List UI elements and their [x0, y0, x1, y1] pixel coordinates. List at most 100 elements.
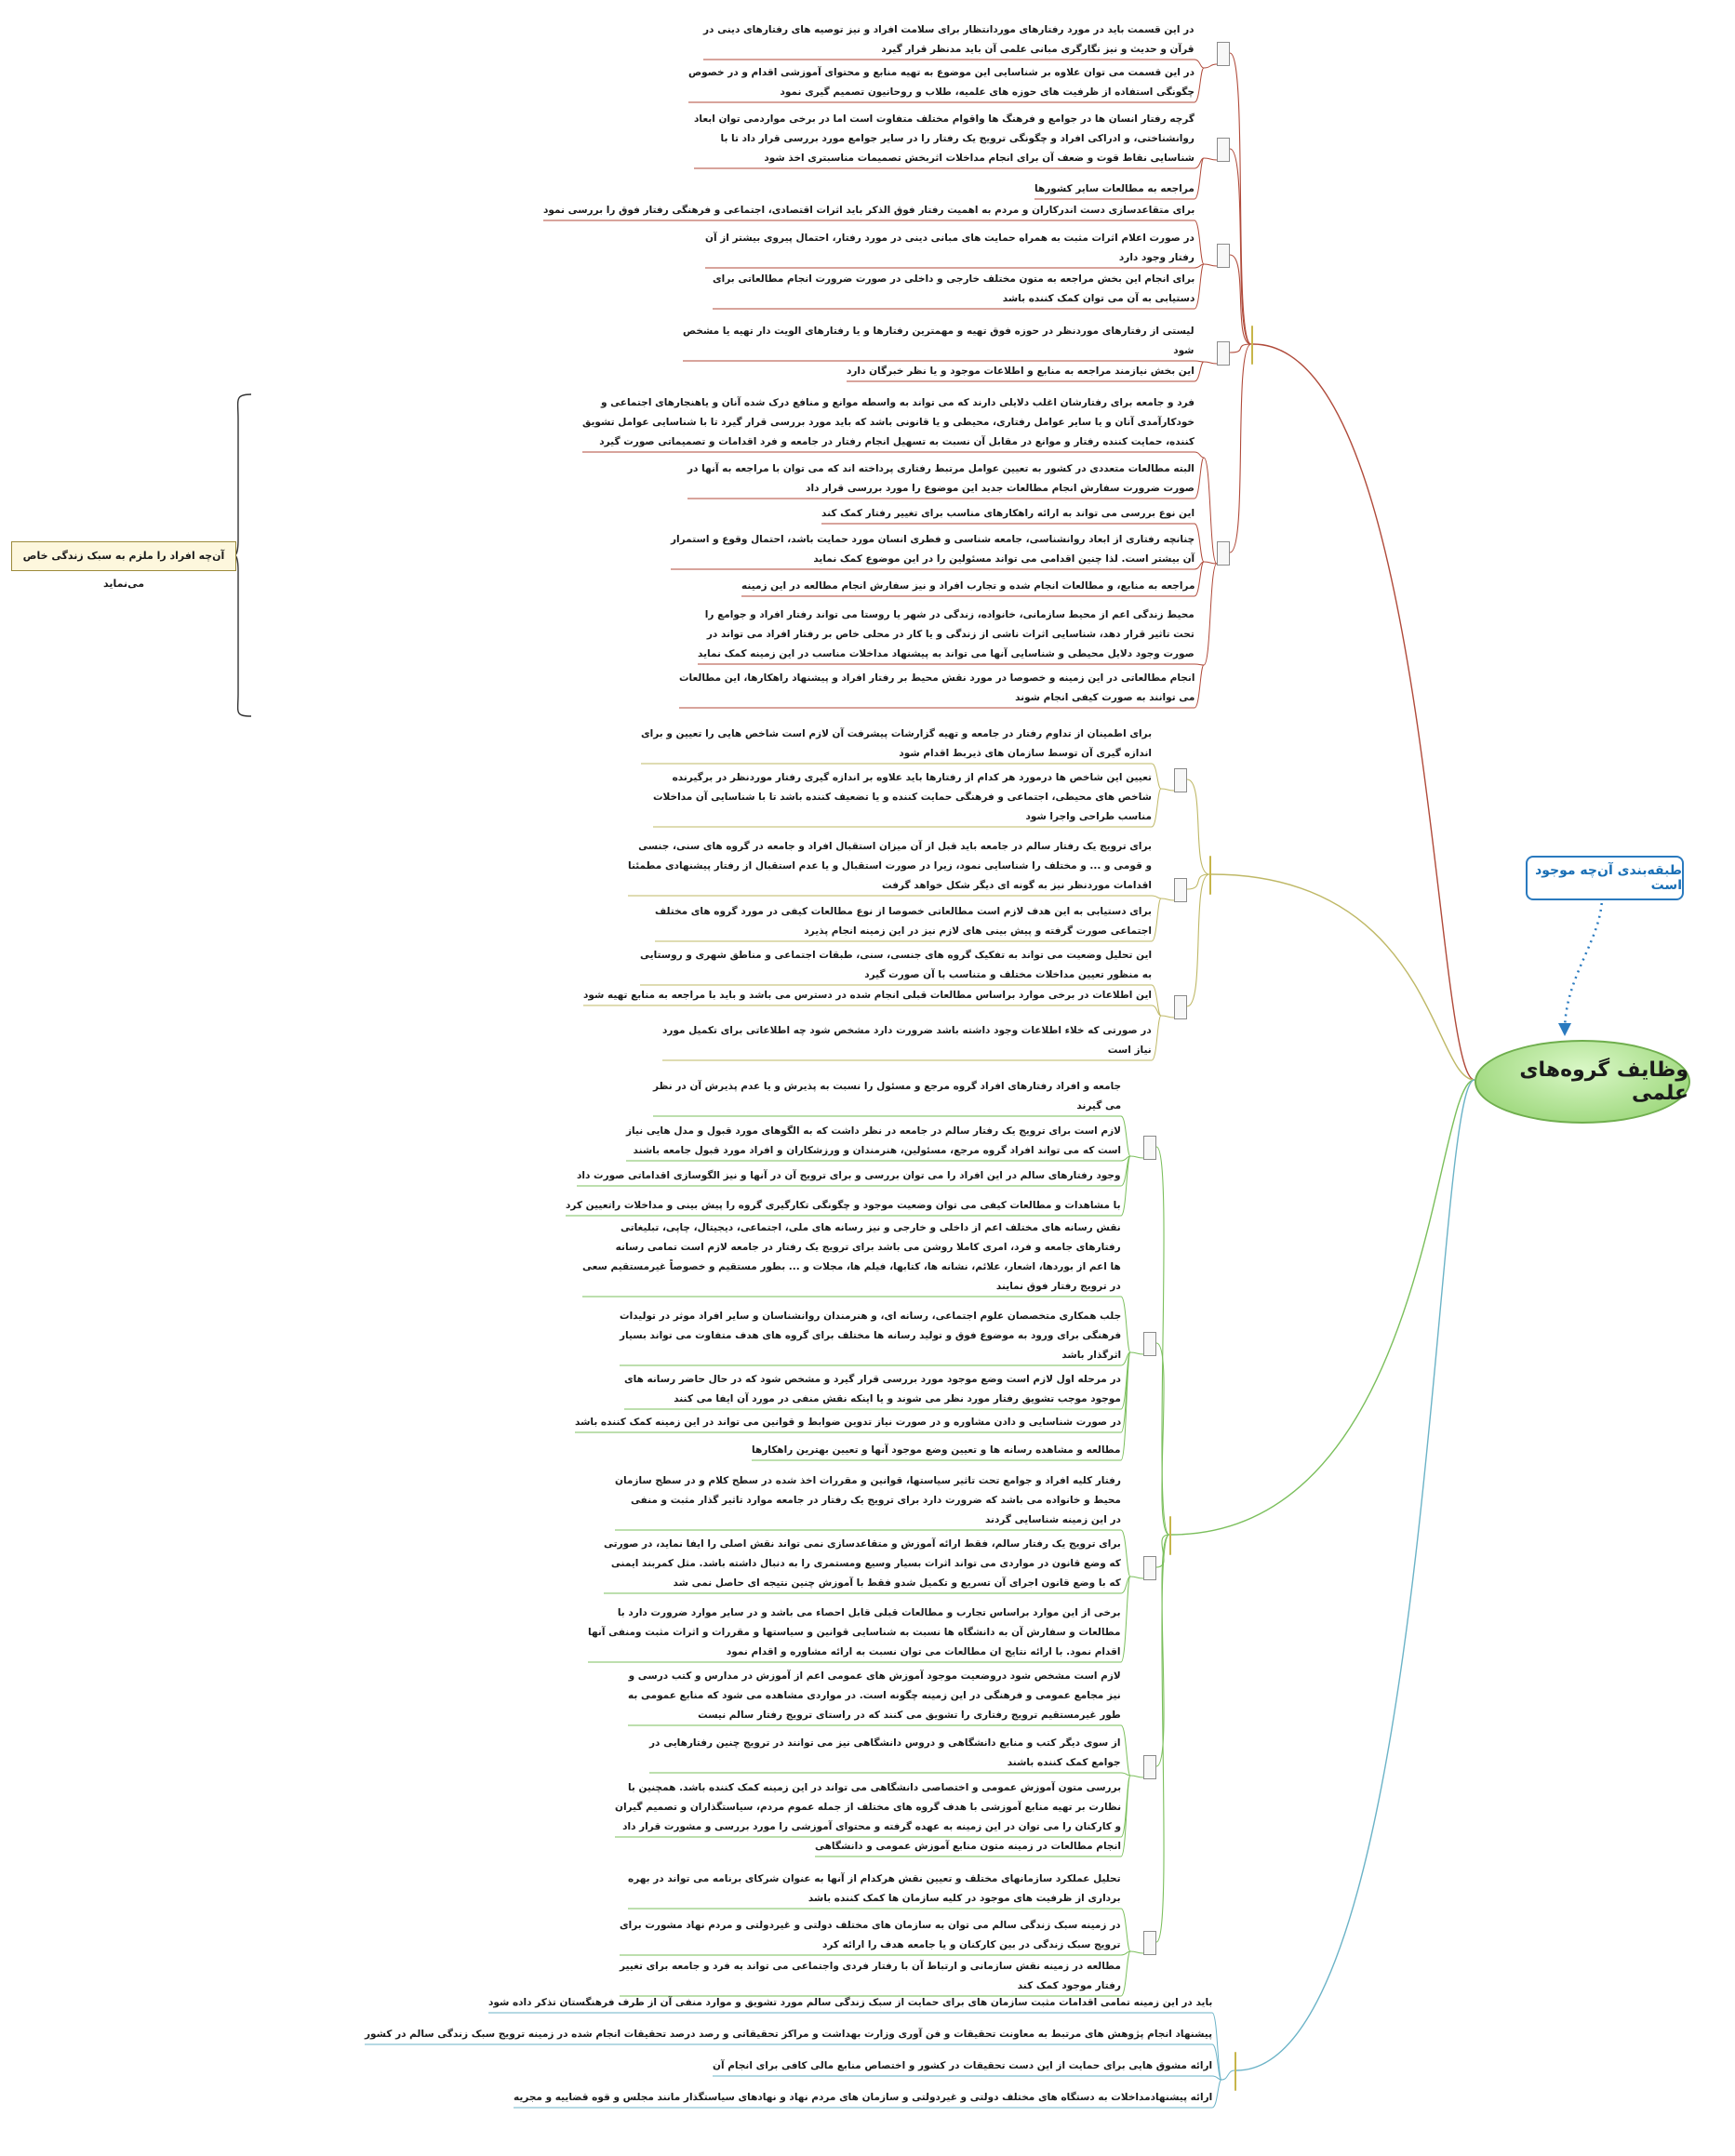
- leaf-note[interactable]: انجام مطالعات در زمینه متون منابع آموزش …: [815, 1837, 1121, 1857]
- group-node[interactable]: [1143, 1931, 1156, 1955]
- group-node[interactable]: [1174, 878, 1187, 902]
- text-line: لازم است مشخص شود دروضعیت موجود آموزش ها…: [628, 1670, 1121, 1682]
- leaf-note[interactable]: برای ترویج یک رفتار سالم در جامعه باید ق…: [628, 837, 1152, 896]
- group-node[interactable]: [1143, 1755, 1156, 1779]
- connector-line: [1151, 788, 1162, 828]
- group-node[interactable]: [1217, 138, 1230, 162]
- leaf-note[interactable]: در صورت اعلام اثرات مثبت به همراه حمایت …: [705, 229, 1194, 268]
- text-line: در ترویج رفتار فوق نمایند: [995, 1281, 1121, 1292]
- text-line: مناسب طراحی واجرا شود: [1025, 811, 1152, 822]
- leaf-note[interactable]: برای انجام این بخش مراجعه به متون مختلف …: [713, 270, 1194, 309]
- connector-line: [1194, 457, 1205, 499]
- connector-line: [1194, 360, 1205, 363]
- leaf-note[interactable]: لازم است برای ترویج یک رفتار سالم در جام…: [626, 1122, 1121, 1161]
- leaf-note[interactable]: انجام مطالعاتی در این زمینه و خصوصا در م…: [679, 669, 1194, 708]
- leaf-note[interactable]: پیشنهاد انجام پژوهش های مرتبط به معاونت …: [365, 2025, 1212, 2044]
- group-node[interactable]: [1143, 1332, 1156, 1356]
- left-note-box[interactable]: آن‌چه افراد را ملزم به سبک زندگی خاص می‌…: [11, 541, 236, 590]
- group-node[interactable]: [1143, 1136, 1156, 1160]
- connector-line: [234, 393, 252, 717]
- text-line: طور غیرمستقیم ترویج رفتاری را تشویق می ک…: [698, 1710, 1121, 1721]
- connector-line: [1211, 2012, 1222, 2081]
- group-node[interactable]: [1217, 42, 1230, 66]
- leaf-note[interactable]: برای دستیابی به این هدف لازم است مطالعات…: [655, 902, 1152, 941]
- connector-line: [1120, 1155, 1131, 1217]
- connector-line: [1155, 1534, 1170, 1943]
- leaf-note[interactable]: در صورتی که خلاء اطلاعات وجود داشته باشد…: [662, 1021, 1152, 1060]
- leaf-note[interactable]: رفتار کلیه افراد و جوامع تحت تاثیر سیاست…: [615, 1471, 1121, 1530]
- leaf-note[interactable]: گرچه رفتار انسان ها در جوامع و فرهنگ ها …: [694, 110, 1194, 168]
- group-node[interactable]: [1174, 768, 1187, 792]
- leaf-note[interactable]: برای ترویج یک رفتار سالم، فقط ارائه آموز…: [604, 1535, 1121, 1593]
- leaf-note[interactable]: مراجعه به مطالعات سایر کشورها: [1034, 180, 1194, 199]
- leaf-note[interactable]: البته مطالعات متعددی در کشور به تعیین عو…: [687, 459, 1194, 499]
- group-node[interactable]: [1217, 244, 1230, 268]
- text-line: رفتار موجود کمک کند: [1017, 1980, 1121, 1991]
- connector-line: [1194, 523, 1205, 563]
- leaf-note[interactable]: جامعه و افراد رفتارهای افراد گروه مرجع و…: [653, 1077, 1121, 1116]
- leaf-note[interactable]: برای اطمینان از تداوم رفتار در جامعه و ت…: [641, 725, 1152, 764]
- leaf-note[interactable]: برخی از این موارد براساس تجارب و مطالعات…: [588, 1604, 1121, 1662]
- connector-line: [1229, 148, 1252, 345]
- leaf-note[interactable]: در این قسمت می توان علاوه بر شناسایی این…: [688, 63, 1194, 102]
- leaf-note[interactable]: در زمینه سبک زندگی سالم می توان به سازما…: [620, 1916, 1121, 1955]
- group-node[interactable]: [1143, 1556, 1156, 1580]
- leaf-note[interactable]: تحلیل عملکرد سازمانهای مختلف و تعیین نقش…: [628, 1870, 1121, 1909]
- group-node[interactable]: [1217, 541, 1230, 566]
- leaf-note[interactable]: از سوی دیگر کتب و منابع دانشگاهی و دروس …: [649, 1734, 1121, 1773]
- text-line: برخی از این موارد براساس تجارب و مطالعات…: [617, 1607, 1121, 1618]
- connector-line: [1186, 873, 1210, 1007]
- connector-line: [1194, 263, 1205, 269]
- text-line: چنانچه رفتاری از ابعاد روانشناسی، جامعه …: [671, 534, 1195, 545]
- branch-node[interactable]: [1235, 2052, 1236, 2091]
- leaf-note[interactable]: لازم است مشخص شود دروضعیت موجود آموزش ها…: [628, 1667, 1121, 1725]
- text-line: که وضع قانون در مواردی می تواند اثرات بس…: [610, 1558, 1121, 1569]
- leaf-note[interactable]: چنانچه رفتاری از ابعاد روانشناسی، جامعه …: [671, 530, 1194, 569]
- leaf-note[interactable]: لیستی از رفتارهای موردنظر در حوزه فوق ته…: [683, 322, 1194, 361]
- connector-line: [1151, 1005, 1162, 1017]
- text-line: برای متقاعدسازی دست اندرکاران و مردم به …: [543, 205, 1195, 216]
- leaf-note[interactable]: برای متقاعدسازی دست اندرکاران و مردم به …: [543, 201, 1194, 220]
- leaf-note[interactable]: تعیین این شاخص ها درمورد هر کدام از رفتا…: [653, 768, 1152, 827]
- leaf-note[interactable]: جلب همکاری متخصصان علوم اجتماعی، رسانه ا…: [620, 1307, 1121, 1365]
- connector-line: [1160, 898, 1175, 901]
- leaf-note[interactable]: این تحلیل وضعیت می تواند به تفکیک گروه ه…: [640, 946, 1152, 985]
- connector-line: [1203, 361, 1218, 365]
- text-line: برای ترویج یک رفتار سالم در جامعه باید ق…: [638, 841, 1153, 852]
- leaf-note[interactable]: باید در این زمینه تمامی اقدامات مثبت ساز…: [488, 1993, 1212, 2013]
- text-line: پیشنهاد انجام پژوهش های مرتبط به معاونت …: [365, 2029, 1213, 2040]
- leaf-note[interactable]: ارائه پیشنهادمداخلات به دستگاه های مختلف…: [514, 2088, 1212, 2108]
- leaf-note[interactable]: در این قسمت باید در مورد رفتارهای موردان…: [703, 20, 1194, 60]
- leaf-note[interactable]: مطالعه و مشاهده رسانه ها و تعیین وضع موج…: [752, 1441, 1121, 1460]
- leaf-note[interactable]: این بخش نیازمند مراجعه به منابع و اطلاعا…: [847, 362, 1194, 381]
- root-label: وظایف گروه‌های علمی: [1519, 1058, 1688, 1105]
- text-line: ارائه پیشنهادمداخلات به دستگاه های مختلف…: [514, 2092, 1213, 2103]
- leaf-note[interactable]: با مشاهدات و مطالعات کیفی می توان وضعیت …: [566, 1196, 1121, 1216]
- text-line: اثرگذار باشد: [1061, 1350, 1122, 1361]
- leaf-note[interactable]: فرد و جامعه برای رفتارشان اغلب دلایلی دا…: [582, 393, 1194, 452]
- leaf-note[interactable]: در مرحله اول لازم است وضع موجود مورد برر…: [624, 1370, 1121, 1409]
- connector-line: [1120, 1772, 1131, 1777]
- leaf-note[interactable]: در صورت شناسایی و دادن مشاوره و در صورت …: [575, 1413, 1121, 1432]
- text-line: این تحلیل وضعیت می تواند به تفکیک گروه ه…: [640, 950, 1153, 961]
- connector-line: [1120, 1529, 1131, 1577]
- leaf-note[interactable]: نقش رسانه های مختلف اعم از داخلی و خارجی…: [582, 1218, 1121, 1297]
- branch-node[interactable]: [1209, 856, 1211, 895]
- branch-node[interactable]: [1251, 326, 1253, 365]
- leaf-note[interactable]: ارائه مشوق هایی برای حمایت از این دست تح…: [713, 2056, 1212, 2076]
- root-node[interactable]: وظایف گروه‌های علمی: [1475, 1040, 1690, 1124]
- leaf-note[interactable]: وجود رفتارهای سالم در این افراد را می تو…: [577, 1166, 1121, 1186]
- branch-node[interactable]: [1169, 1516, 1171, 1555]
- classification-callout[interactable]: طبقه‌بندی آن‌چه موجود است: [1526, 856, 1684, 900]
- connector-line: [1129, 1950, 1144, 1954]
- leaf-note[interactable]: محیط زندگی اعم از محیط سازمانی، خانواده،…: [698, 606, 1194, 664]
- connector-line: [1229, 254, 1252, 345]
- leaf-note[interactable]: این اطلاعات در برخی موارد براساس مطالعات…: [583, 986, 1152, 1005]
- text-line: البته مطالعات متعددی در کشور به تعیین عو…: [687, 463, 1194, 474]
- leaf-note[interactable]: مراجعه به منابع، و مطالعات انجام شده و ت…: [741, 577, 1194, 596]
- leaf-note[interactable]: بررسی متون آموزش عمومی و اختصاصی دانشگاه…: [615, 1778, 1121, 1837]
- group-node[interactable]: [1217, 341, 1230, 366]
- group-node[interactable]: [1174, 995, 1187, 1019]
- leaf-note[interactable]: مطالعه در زمینه نقش سازمانی و ارتباط آن …: [620, 1957, 1121, 1996]
- leaf-note[interactable]: این نوع بررسی می تواند به ارائه راهکارها…: [821, 504, 1194, 524]
